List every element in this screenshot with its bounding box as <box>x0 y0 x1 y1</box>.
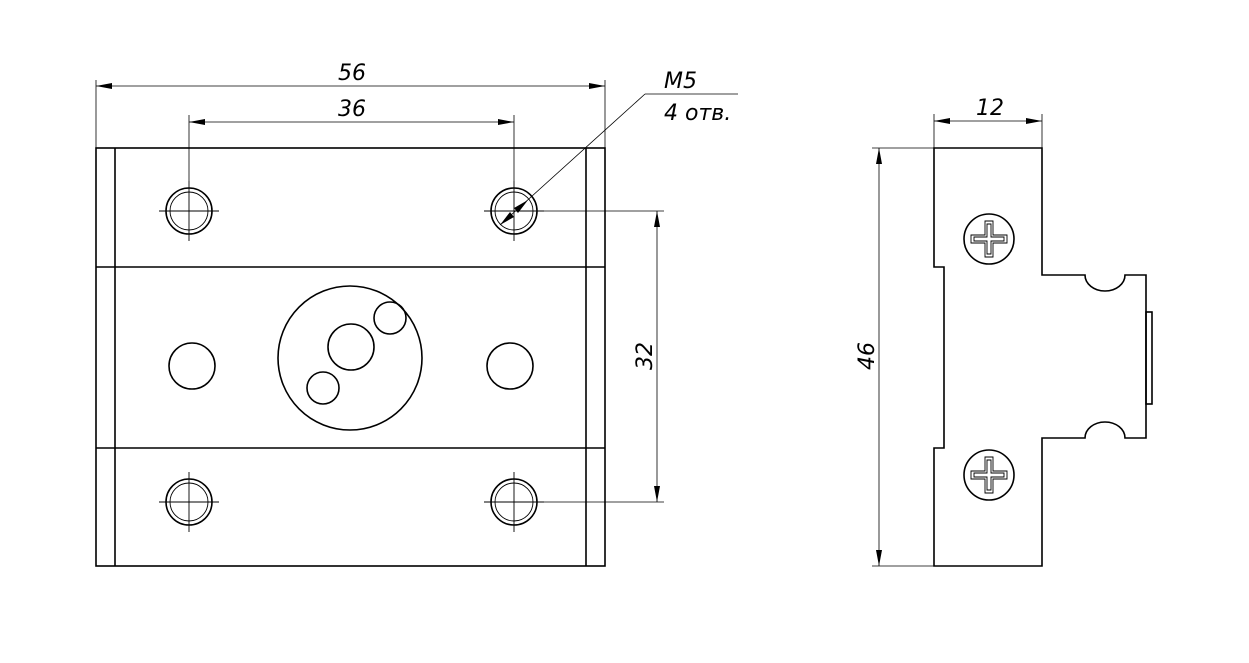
dimension-hole-spacing-horizontal: 36 <box>188 97 515 181</box>
threaded-hole-bottom-left <box>159 472 219 532</box>
dimension-hole-spacing-vertical: 32 <box>544 210 664 503</box>
screw-bottom <box>963 449 1015 501</box>
front-view-outline <box>95 147 606 567</box>
dimension-overall-width: 56 <box>95 61 606 148</box>
dimension-56-label: 56 <box>338 61 366 86</box>
threaded-hole-bottom-right <box>484 472 544 532</box>
thread-count-label: 4 отв. <box>664 101 731 126</box>
threaded-hole-top-left <box>159 181 219 241</box>
thread-callout: M5 4 отв. <box>499 69 738 226</box>
side-view-outline <box>933 147 1147 567</box>
screw-top <box>963 213 1015 265</box>
dimension-36-label: 36 <box>338 97 366 122</box>
middle-hole-left <box>168 342 216 390</box>
dimension-12-label: 12 <box>976 96 1004 121</box>
thread-size-label: M5 <box>664 69 697 94</box>
dimension-32-label: 32 <box>633 342 658 370</box>
side-view-tab <box>1145 311 1153 405</box>
dimension-depth: 12 <box>933 96 1043 148</box>
dimension-height: 46 <box>855 147 934 567</box>
front-view <box>95 147 606 567</box>
middle-hole-right <box>486 342 534 390</box>
dimension-46-label: 46 <box>855 342 880 370</box>
side-view <box>933 147 1153 567</box>
threaded-hole-top-right <box>484 181 544 241</box>
central-disk <box>277 285 423 431</box>
